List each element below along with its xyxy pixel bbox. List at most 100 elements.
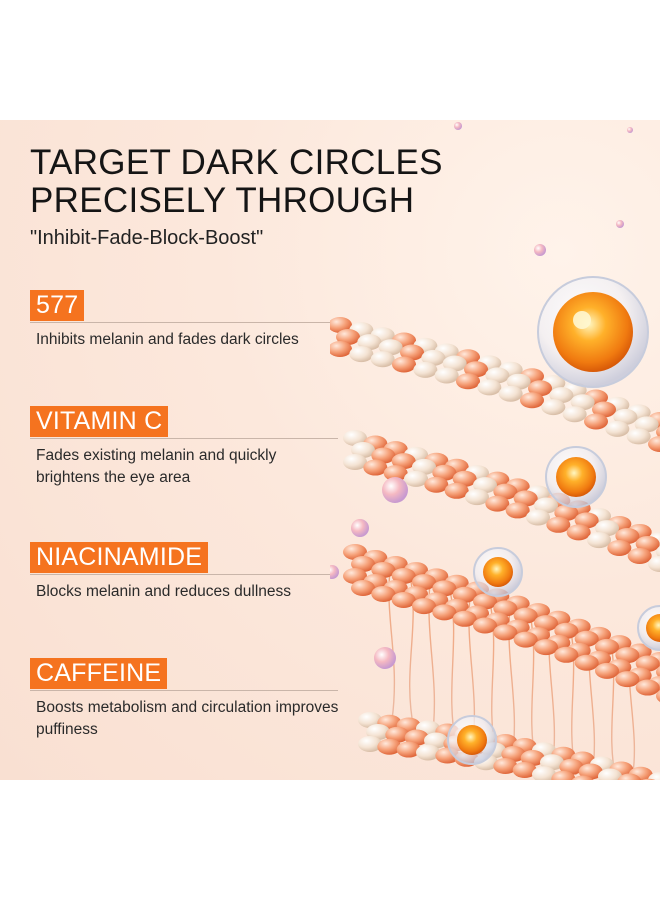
skin-cell: [400, 344, 424, 361]
ingredient-orb: [537, 276, 649, 388]
skin-cell: [513, 490, 538, 507]
skin-cell: [378, 339, 403, 356]
skin-cell: [351, 556, 375, 572]
skin-cell: [412, 598, 436, 615]
skin-cell: [554, 504, 579, 521]
skin-cell: [656, 546, 660, 558]
ingredient-badge: CAFFEINE: [30, 658, 168, 689]
skin-cell: [465, 489, 489, 506]
bubble: [627, 127, 633, 133]
skin-cell: [595, 662, 619, 679]
skin-cell: [485, 367, 510, 384]
ingredient-badge: VITAMIN C: [30, 406, 169, 437]
skin-cell: [349, 346, 374, 363]
skin-cell: [562, 406, 587, 423]
skin-cell: [506, 373, 531, 390]
skin-cell: [404, 729, 429, 746]
skin-cell: [396, 741, 421, 758]
ingredient-niacinamide: NIACINAMIDE Blocks melanin and reduces d…: [30, 542, 340, 603]
skin-cell: [559, 758, 584, 775]
skin-cell: [424, 476, 449, 493]
skin-cell: [464, 361, 488, 378]
ingredient-caffeine: CAFFEINE Boosts metabolism and circulati…: [30, 658, 340, 741]
divider: [30, 690, 338, 691]
ingredient-description: Blocks melanin and reduces dullness: [36, 583, 292, 600]
skin-cell: [493, 758, 518, 775]
skin-cell: [432, 580, 457, 597]
skin-cell: [607, 539, 632, 556]
skin-cell: [656, 426, 660, 438]
skin-cell: [554, 622, 579, 639]
skin-cell: [549, 387, 574, 404]
skin-cell: [635, 679, 660, 696]
skin-cell: [617, 773, 642, 780]
skin-cell: [404, 470, 428, 487]
skin-cell: [391, 591, 416, 608]
skin-cell: [351, 442, 375, 458]
ingredient-badge: 577: [30, 290, 85, 321]
skin-cell: [595, 520, 619, 537]
ingredient-orb: [447, 715, 497, 765]
skin-cell: [520, 750, 545, 767]
skin-cell: [613, 408, 638, 425]
skin-cell: [554, 646, 579, 663]
bubble: [374, 647, 396, 669]
ingredient-orb: [473, 547, 523, 597]
skin-cell: [574, 512, 599, 529]
skin-cell: [513, 607, 538, 624]
cell-layers: [330, 317, 660, 780]
skin-cell: [370, 351, 395, 368]
skin-cell: [534, 615, 558, 632]
skin-cell: [615, 647, 640, 664]
skin-cell: [526, 509, 550, 526]
ingredient-orb: [637, 605, 660, 651]
skin-cell: [343, 568, 367, 584]
skin-cell: [566, 524, 591, 541]
skin-cell: [442, 355, 467, 372]
ingredient-description: Fades existing melanin and quickly brigh…: [36, 447, 277, 486]
skin-cell: [615, 671, 640, 688]
skin-cell: [434, 367, 459, 384]
skin-cell: [648, 556, 660, 572]
skin-cell: [592, 401, 616, 418]
skin-cell: [358, 712, 382, 728]
skin-cell: [574, 630, 599, 647]
skin-cell: [343, 430, 367, 446]
bubble: [382, 477, 408, 503]
skin-cell: [383, 465, 408, 482]
skin-cell: [392, 356, 416, 373]
skin-cell: [357, 334, 382, 351]
skin-cell: [551, 770, 576, 780]
skin-cell: [634, 416, 659, 433]
skin-cell: [656, 666, 660, 678]
skin-cell: [444, 482, 469, 499]
divider: [30, 322, 338, 323]
skin-cell: [432, 604, 457, 621]
skin-cell: [595, 638, 619, 655]
skin-cell: [574, 654, 599, 671]
skin-cell: [473, 593, 497, 610]
skin-cell: [351, 580, 375, 596]
skin-cell: [493, 624, 518, 641]
skin-cell: [343, 454, 367, 470]
skin-cell: [627, 547, 652, 564]
skin-cell: [505, 502, 530, 519]
skin-cell: [391, 567, 416, 584]
skin-cell: [477, 379, 502, 396]
skin-cell: [473, 617, 497, 634]
skin-cell: [498, 385, 523, 402]
skin-cell: [584, 413, 608, 430]
skin-cell: [642, 778, 656, 780]
skin-cell: [371, 447, 396, 464]
skin-cell: [336, 329, 360, 345]
skin-cell: [371, 561, 396, 578]
skin-cell: [391, 453, 416, 470]
skin-cell: [432, 464, 457, 481]
skin-cell: [343, 544, 367, 560]
skin-cell: [656, 690, 660, 702]
skin-cell: [587, 532, 611, 549]
skin-cell: [493, 600, 518, 617]
bubble: [454, 122, 462, 130]
skin-cell: [485, 495, 510, 512]
skin-cell: [635, 535, 660, 552]
